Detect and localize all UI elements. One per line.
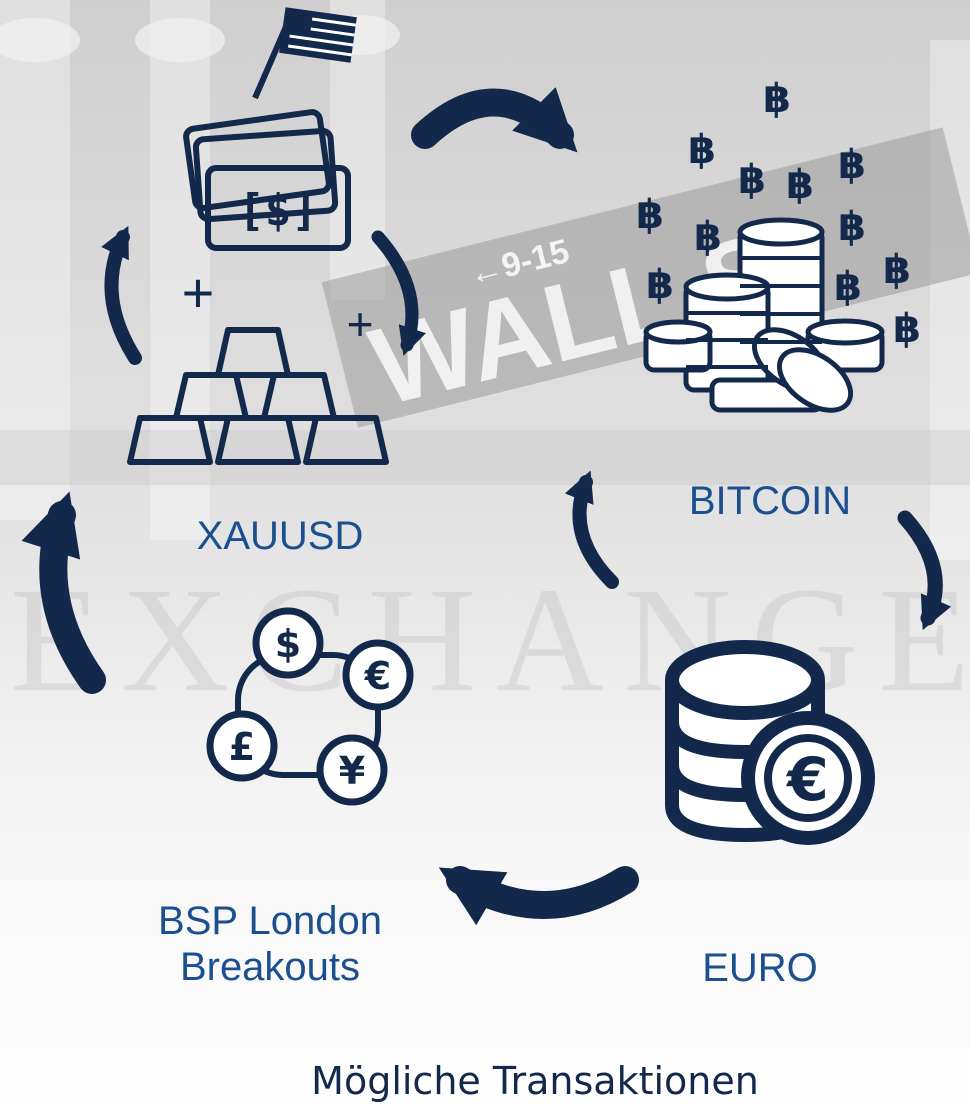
svg-text:$: $	[275, 622, 301, 666]
svg-text:€: €	[364, 654, 391, 698]
svg-text:฿: ฿	[786, 162, 814, 208]
svg-text:฿: ฿	[694, 214, 722, 260]
arrow-xau-to-btc	[411, 87, 578, 153]
node-label-euro: EURO	[702, 946, 818, 990]
svg-text:[$]: [$]	[238, 185, 317, 236]
node-label-bsp: BSP London Breakouts	[100, 898, 440, 990]
node-label-xauusd: XAUUSD	[196, 514, 364, 558]
arrow-gold-to-cash	[101, 225, 142, 365]
gold-bars-cash-icon: [$] + +	[127, 7, 389, 465]
svg-text:¥: ¥	[339, 749, 365, 793]
svg-text:฿: ฿	[883, 247, 911, 293]
svg-text:฿: ฿	[688, 127, 716, 173]
svg-text:฿: ฿	[893, 306, 921, 352]
euro-coins-icon: €	[665, 640, 875, 845]
svg-text:฿: ฿	[834, 264, 862, 310]
svg-text:฿: ฿	[636, 192, 664, 238]
arrow-euro-to-bsp	[438, 866, 639, 926]
svg-text:+: +	[347, 298, 374, 350]
arrow-cash-to-gold	[371, 230, 426, 356]
svg-text:฿: ฿	[838, 142, 866, 188]
arrow-btc-up	[564, 470, 619, 589]
svg-text:£: £	[229, 725, 255, 769]
node-label-bsp-line1: BSP London	[158, 899, 382, 943]
bitcoin-coins-icon: ฿ ฿ ฿ ฿ ฿ ฿ ฿ ฿ ฿ ฿ ฿ ฿	[636, 76, 921, 413]
diagram-caption: Mögliche Transaktionen	[311, 1059, 759, 1103]
node-label-bitcoin: BITCOIN	[688, 479, 852, 523]
arrow-btc-to-euro	[897, 510, 952, 631]
svg-text:€: €	[785, 745, 829, 815]
svg-text:฿: ฿	[763, 76, 791, 122]
svg-text:+: +	[182, 261, 215, 324]
arrow-bsp-to-xau	[21, 491, 106, 694]
svg-text:฿: ฿	[738, 157, 766, 203]
svg-text:฿: ฿	[646, 262, 674, 308]
svg-text:฿: ฿	[838, 204, 866, 250]
node-label-bsp-line2: Breakouts	[179, 945, 361, 989]
us-flag-icon	[279, 7, 357, 63]
currency-exchange-icon: $ € £ ¥	[206, 607, 414, 806]
